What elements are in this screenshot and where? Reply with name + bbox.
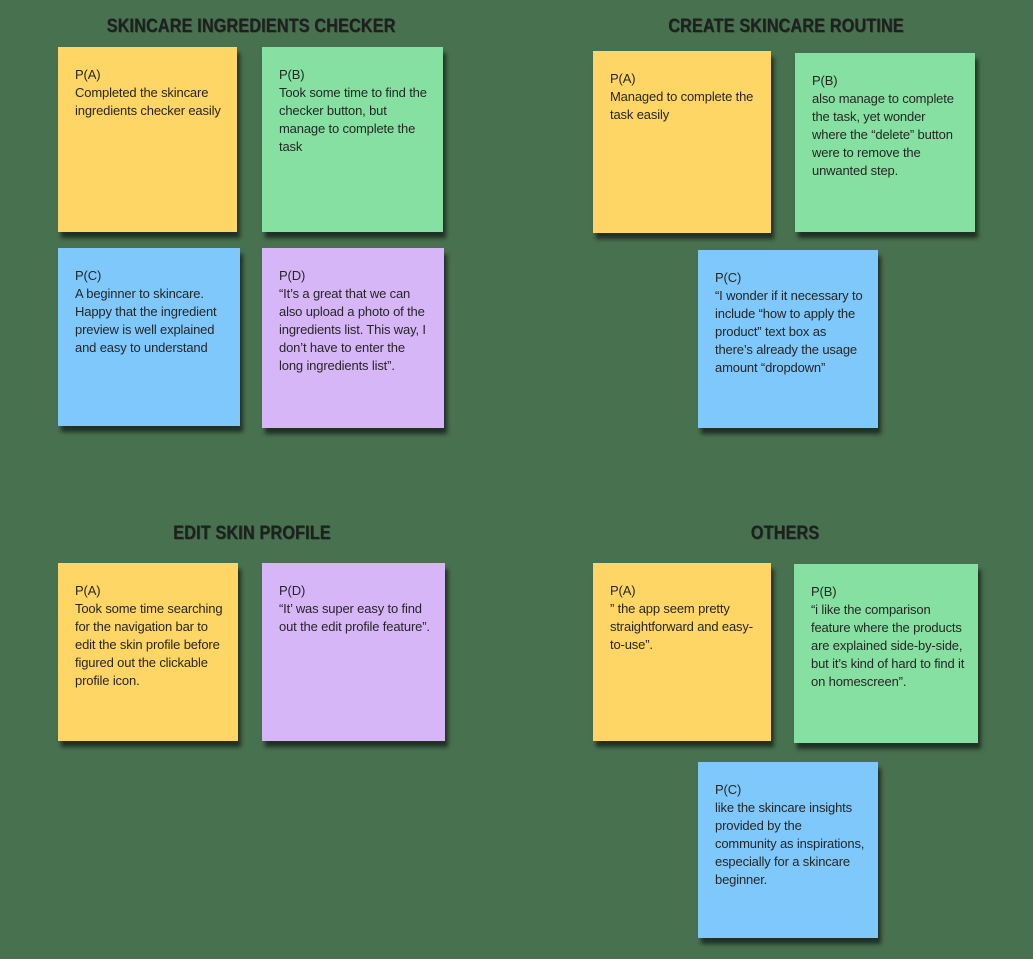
sticky-note[interactable]: P(A) Managed to complete the task easily <box>593 51 771 233</box>
participant-label: P(A) <box>610 583 636 598</box>
sticky-note[interactable]: P(C) A beginner to skincare. Happy that … <box>58 248 240 426</box>
section-title[interactable]: OTHERS <box>751 522 820 544</box>
participant-label: P(A) <box>75 67 101 82</box>
sticky-note[interactable]: P(C) like the skincare insights provided… <box>698 762 878 938</box>
sticky-note[interactable]: P(B) “i like the comparison feature wher… <box>794 564 978 743</box>
note-text: Completed the skincare ingredients check… <box>75 85 221 118</box>
participant-label: P(A) <box>610 71 636 86</box>
sticky-note[interactable]: P(C) “I wonder if it necessary to includ… <box>698 250 878 428</box>
sticky-note[interactable]: P(D) “It’ was super easy to find out the… <box>262 563 445 741</box>
note-text: “It’s a great that we can also upload a … <box>279 286 426 373</box>
section-others: OTHERS P(A) ” the app seem pretty straig… <box>593 522 978 952</box>
participant-label: P(D) <box>279 583 306 598</box>
participant-label: P(B) <box>279 67 305 82</box>
participant-label: P(A) <box>75 583 101 598</box>
note-text: “I wonder if it necessary to include “ho… <box>715 288 863 375</box>
section-skincare-ingredients-checker: SKINCARE INGREDIENTS CHECKER P(A) Comple… <box>58 15 445 435</box>
participant-label: P(B) <box>812 73 838 88</box>
section-create-skincare-routine: CREATE SKINCARE ROUTINE P(A) Managed to … <box>593 15 978 435</box>
participant-label: P(B) <box>811 584 837 599</box>
section-title[interactable]: EDIT SKIN PROFILE <box>172 522 331 544</box>
sticky-note[interactable]: P(A) Took some time searching for the na… <box>58 563 238 741</box>
sticky-note[interactable]: P(A) Completed the skincare ingredients … <box>58 47 237 232</box>
note-text: like the skincare insights provided by t… <box>715 800 865 887</box>
sticky-note[interactable]: P(D) “It’s a great that we can also uplo… <box>262 248 444 428</box>
section-title[interactable]: SKINCARE INGREDIENTS CHECKER <box>107 15 396 37</box>
note-text: A beginner to skincare. Happy that the i… <box>75 286 217 355</box>
note-text: “It’ was super easy to find out the edit… <box>279 601 430 634</box>
note-text: Managed to complete the task easily <box>610 89 754 122</box>
section-edit-skin-profile: EDIT SKIN PROFILE P(A) Took some time se… <box>58 522 445 752</box>
sticky-note[interactable]: P(A) ” the app seem pretty straightforwa… <box>593 563 771 741</box>
participant-label: P(C) <box>715 782 742 797</box>
note-text: also manage to complete the task, yet wo… <box>812 91 954 178</box>
section-title[interactable]: CREATE SKINCARE ROUTINE <box>667 15 904 37</box>
note-text: Took some time searching for the navigat… <box>75 601 223 688</box>
participant-label: P(C) <box>715 270 742 285</box>
note-text: “i like the comparison feature where the… <box>811 602 965 689</box>
participant-label: P(C) <box>75 268 102 283</box>
participant-label: P(D) <box>279 268 306 283</box>
sticky-note[interactable]: P(B) also manage to complete the task, y… <box>795 53 975 232</box>
note-text: ” the app seem pretty straightforward an… <box>610 601 753 652</box>
note-text: Took some time to find the checker butto… <box>279 85 427 154</box>
sticky-note[interactable]: P(B) Took some time to find the checker … <box>262 47 443 232</box>
